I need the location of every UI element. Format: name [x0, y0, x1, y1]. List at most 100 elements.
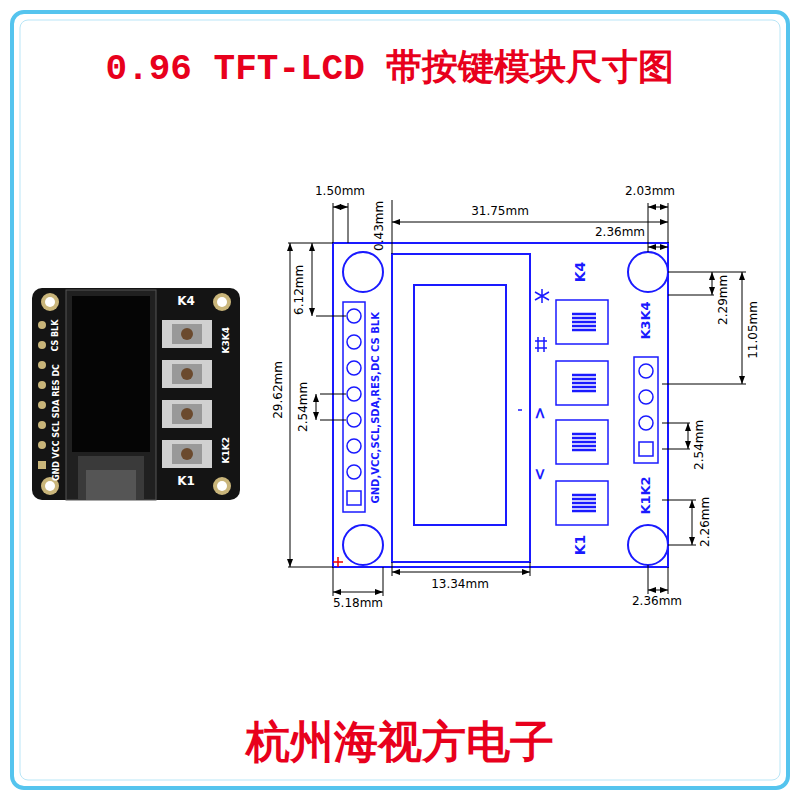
outline-shape	[347, 387, 361, 401]
outline-shape	[38, 341, 46, 349]
dimension-line	[392, 200, 393, 254]
module-photo-board: K4K3K4 CS BLK GND VCC SCL SDA RES DC K1K2K1	[32, 288, 240, 500]
outline-shape	[172, 364, 202, 384]
outline-shape	[181, 368, 193, 380]
silkscreen-label: K1K2	[221, 437, 231, 463]
dimension-line	[348, 203, 349, 243]
dimension-line	[530, 562, 531, 576]
outline-shape	[347, 439, 361, 453]
dimension-line	[320, 420, 346, 421]
dimension-label: 2.54mm	[693, 420, 707, 470]
outline-shape	[343, 302, 365, 512]
dimension-label: 2.36mm	[632, 595, 682, 609]
dimension-label: 2.54mm	[297, 382, 311, 432]
silkscreen-label: K1	[177, 475, 195, 489]
outline-shape	[392, 254, 530, 562]
silkscreen-label: K4	[177, 295, 195, 309]
dimension-label: 2.03mm	[625, 185, 675, 199]
origin-mark	[333, 557, 343, 567]
dimension-line	[333, 203, 334, 243]
outline-shape	[343, 525, 383, 565]
outline-shape	[38, 381, 46, 389]
outline-shape	[162, 400, 212, 428]
outline-shape	[572, 434, 596, 450]
module-drawing-board: K4K3K4 GND,VCC,SCL,SDA,RES,DC CS BLK K1K2K…	[333, 243, 668, 567]
outline-shape	[535, 337, 547, 352]
outline-shape	[639, 442, 653, 456]
outline-shape	[628, 525, 668, 565]
dimension-label: 5.18mm	[333, 597, 383, 611]
silkscreen-label: GND,VCC,SCL,SDA,RES,DC CS BLK	[370, 312, 382, 503]
outline-shape	[347, 309, 361, 505]
dimension-line	[392, 562, 393, 576]
dimension-line	[288, 243, 333, 244]
dimension-line	[712, 272, 713, 295]
silkscreen-label: K3K4	[639, 301, 654, 339]
dimension-line	[316, 394, 317, 420]
outline-shape	[572, 375, 596, 391]
outline-shape	[556, 300, 608, 525]
dimension-line	[316, 316, 346, 317]
outline-shape	[181, 328, 193, 340]
outline-shape	[217, 297, 227, 307]
dimension-line	[662, 384, 746, 385]
outline-shape	[38, 421, 46, 429]
outline-shape	[162, 360, 212, 388]
dimension-label: 2.29mm	[717, 275, 731, 325]
outline-shape	[45, 481, 55, 491]
outline-shape	[535, 289, 549, 303]
dimension-line	[648, 590, 668, 591]
dimension-line	[392, 572, 530, 573]
dimension-label: 6.12mm	[293, 265, 307, 315]
outline-shape	[38, 441, 46, 449]
outline-shape	[45, 297, 55, 307]
dimension-line	[668, 272, 746, 273]
outline-shape	[347, 491, 361, 505]
dimension-label: 0.43mm	[373, 201, 387, 251]
dimension-lines	[288, 200, 746, 596]
outline-shape	[86, 470, 136, 500]
dimension-line	[662, 423, 690, 424]
outline-shape	[628, 252, 668, 292]
silkscreen-label: K3K4	[221, 327, 231, 353]
outline-shape	[181, 448, 193, 460]
dimension-line	[333, 207, 348, 208]
dimension-label: 31.75mm	[471, 205, 529, 219]
silkscreen-label: K1K2	[639, 476, 654, 514]
dimension-line	[518, 409, 522, 411]
silkscreen-label: K4	[572, 262, 588, 283]
silkscreen-label: CS BLK	[51, 320, 60, 352]
silkscreen-label: >	[531, 406, 549, 419]
outline-shape	[556, 481, 608, 525]
dimension-line	[692, 500, 693, 545]
frame-inner	[20, 20, 780, 780]
outline-shape	[347, 361, 361, 375]
outline-shape	[213, 477, 231, 495]
outline-shape	[38, 321, 46, 469]
outline-shape	[172, 444, 202, 464]
outline-shape	[639, 364, 653, 456]
outline-shape	[38, 401, 46, 409]
dimension-line	[648, 207, 668, 208]
silkscreen-label: GND VCC SCL SDA RES DC	[51, 365, 60, 482]
dimension-label: 1.50mm	[315, 185, 365, 199]
outline-shape	[66, 290, 156, 500]
outline-shape	[634, 357, 658, 463]
module-drawing	[333, 243, 668, 567]
outline-shape	[347, 309, 361, 323]
outline-shape	[162, 440, 212, 468]
outline-shape	[347, 413, 361, 427]
outline-shape	[572, 495, 596, 511]
dimension-label: 29.62mm	[272, 361, 286, 419]
outline-shape	[72, 296, 150, 452]
module-photo	[32, 288, 240, 500]
outline-shape	[181, 408, 193, 420]
dimension-line	[662, 500, 696, 501]
dimension-line	[688, 423, 689, 449]
outline-shape	[639, 416, 653, 430]
silkscreen-label: K1	[572, 535, 588, 556]
dimension-label: 2.36mm	[595, 226, 645, 240]
dimension-line	[648, 203, 649, 252]
dimension-line	[312, 243, 313, 316]
